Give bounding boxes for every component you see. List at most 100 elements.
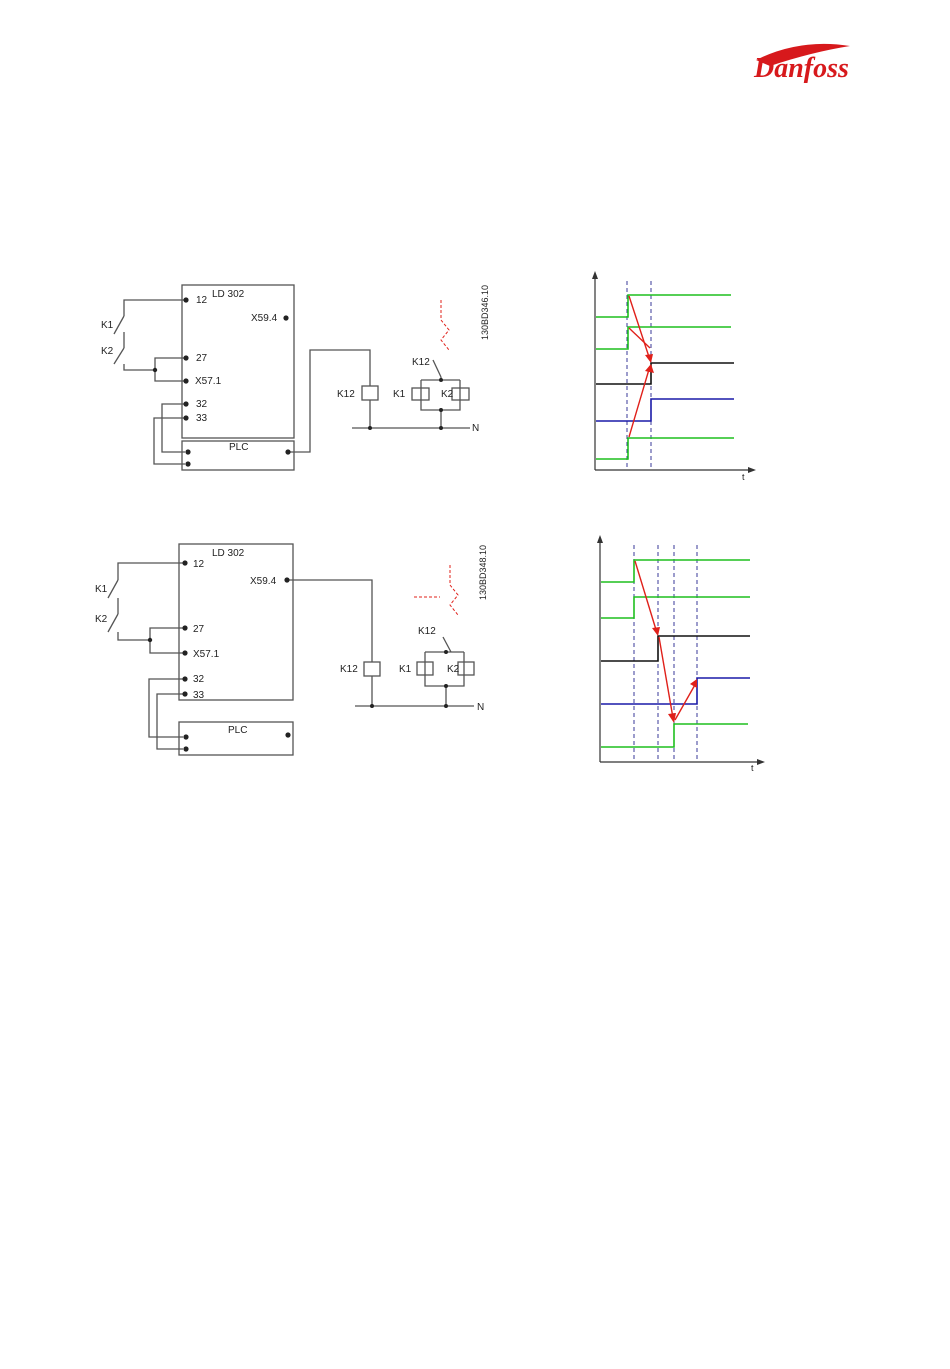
neutral-n: N [472, 423, 479, 434]
red-arrow-2 [629, 328, 650, 348]
to-27-wire-2 [150, 628, 183, 640]
term-27: 27 [196, 353, 208, 364]
node-plc-2 [185, 461, 190, 466]
wiring-diagram-2-labels: LD 302 12 X59.4 27 X57.1 32 33 K1 K2 PLC… [95, 545, 488, 736]
red-arrowhead-1 [645, 354, 653, 363]
t-axis-label-2: t [751, 763, 754, 773]
wire-32-plc-2 [149, 679, 183, 737]
switch-k1: K1 [101, 320, 114, 331]
signal-blue [596, 399, 734, 421]
to-27-wire [155, 358, 185, 370]
red-arrowhead2-1 [652, 627, 660, 636]
signal-green-2 [596, 327, 731, 349]
t-axis-label-1: t [742, 472, 745, 482]
wire-33-plc [154, 418, 185, 464]
term-x57-2: X57.1 [193, 649, 220, 660]
signal2-green-3 [601, 724, 748, 747]
node-12 [183, 297, 188, 302]
danfoss-logo: Danfoss [753, 44, 850, 84]
ld302-label-2: LD 302 [212, 548, 245, 559]
node-c2 [439, 408, 443, 412]
signal-green-1 [596, 295, 731, 317]
red-arrowhead2-2 [668, 713, 676, 723]
term-x59-2: X59.4 [250, 576, 277, 587]
contact-k12-2: K12 [418, 626, 436, 637]
node-c1-2 [444, 650, 448, 654]
signal2-green-2 [601, 597, 750, 618]
switch-k2-2: K2 [95, 614, 108, 625]
node-junction [153, 368, 157, 372]
node-32-2 [182, 676, 187, 681]
k1-switch-blade-2 [108, 580, 118, 598]
node-n2 [439, 426, 443, 430]
coil-k1-2: K1 [399, 664, 412, 675]
term-12: 12 [196, 295, 208, 306]
node-c1 [439, 378, 443, 382]
k12-coil-2 [364, 662, 380, 676]
node-33-2 [182, 691, 187, 696]
to-x57-wire [155, 370, 185, 381]
node-plc-out-2 [285, 732, 290, 737]
signal-black [596, 363, 734, 384]
wiring-diagram-2 [108, 544, 474, 755]
plc-label: PLC [229, 442, 248, 453]
signal-green-3 [596, 438, 734, 459]
k12-contact-blade-2 [443, 637, 451, 652]
term-32-2: 32 [193, 674, 205, 685]
k1-switch-blade [114, 316, 124, 334]
node-junction-2 [148, 638, 152, 642]
red-feed-line [441, 300, 449, 350]
node-27 [183, 355, 188, 360]
node-27-2 [182, 625, 187, 630]
ref-code-2: 130BD348.10 [478, 545, 488, 600]
node-x57 [183, 378, 188, 383]
ld302-label: LD 302 [212, 289, 245, 300]
coil-k1: K1 [393, 389, 406, 400]
node-n1-2 [370, 704, 374, 708]
node-12-2 [182, 560, 187, 565]
k2-coil-2 [458, 662, 474, 675]
node-n2-2 [444, 704, 448, 708]
node-n1 [368, 426, 372, 430]
plc-to-k12-wire [289, 350, 370, 452]
node-32 [183, 401, 188, 406]
red-feed-line-2 [450, 565, 458, 615]
plc-label-2: PLC [228, 725, 247, 736]
switch-k2: K2 [101, 346, 114, 357]
coil-k2-2: K2 [447, 664, 460, 675]
term-x57: X57.1 [195, 376, 222, 387]
signal2-green-1 [601, 560, 750, 582]
ref-code-1: 130BD346.10 [480, 285, 490, 340]
k2-switch-blade [114, 348, 124, 364]
contact-k12: K12 [412, 357, 430, 368]
node-x59 [283, 315, 288, 320]
k2-bottom-wire [124, 364, 155, 370]
red-arrow2-3 [675, 683, 696, 720]
node-plc-1 [185, 449, 190, 454]
red-arrowhead-2 [645, 364, 654, 373]
k12-contact-blade [433, 360, 441, 377]
y-arrow-2 [597, 535, 603, 543]
red-arrow-3 [629, 366, 650, 437]
node-x59-2 [284, 577, 289, 582]
k2-switch-blade-2 [108, 614, 118, 632]
switch-k1-2: K1 [95, 584, 108, 595]
x-arrow-1 [748, 467, 756, 473]
node-plc-2-2 [183, 746, 188, 751]
relay-k12: K12 [337, 389, 355, 400]
term-33-2: 33 [193, 690, 205, 701]
logo-text: Danfoss [753, 53, 849, 84]
wiring-diagram-1 [114, 285, 470, 470]
term-x59: X59.4 [251, 313, 278, 324]
neutral-n-2: N [477, 702, 484, 713]
term-33: 33 [196, 413, 208, 424]
term-12-2: 12 [193, 559, 205, 570]
node-x57-2 [182, 650, 187, 655]
x59-to-k12-wire [289, 580, 372, 662]
timing-diagram-1: t [592, 271, 756, 482]
red-arrow-1 [629, 296, 650, 360]
k2-bottom-wire-2 [118, 632, 150, 640]
node-plc-1-2 [183, 734, 188, 739]
k1-top-wire-2 [118, 563, 183, 580]
y-arrow-1 [592, 271, 598, 279]
